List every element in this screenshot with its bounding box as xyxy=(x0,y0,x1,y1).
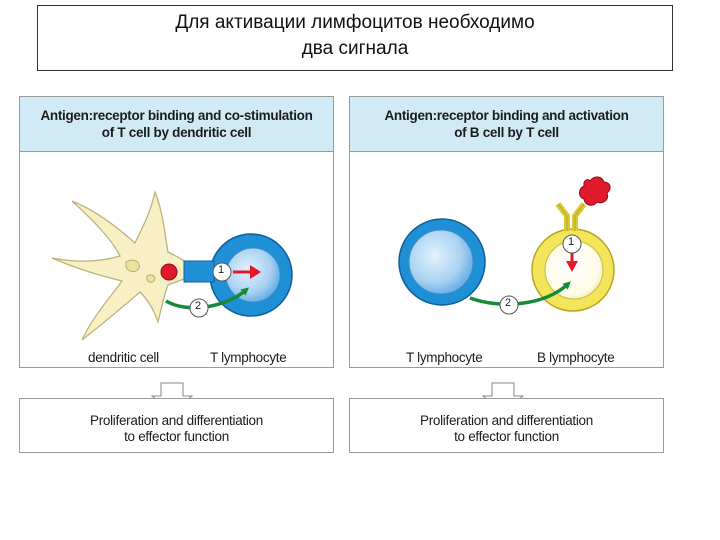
label-b-lymphocyte: B lymphocyte xyxy=(537,350,615,365)
left-panel: Antigen:receptor binding and co-stimulat… xyxy=(19,96,334,368)
antigen-right xyxy=(579,176,611,206)
right-panel-heading-line-1: Antigen:receptor binding and activation xyxy=(384,108,629,123)
signal-1-arrowhead-right xyxy=(566,261,578,272)
signal-1-badge-right xyxy=(562,234,582,254)
label-t-lymphocyte-right: T lymphocyte xyxy=(406,350,483,365)
signal-2-badge-left xyxy=(189,298,209,318)
right-result-line-2: to effector function xyxy=(454,429,559,444)
signal-1-badge-left xyxy=(212,262,232,282)
right-panel-heading-line-2: of B cell by T cell xyxy=(454,125,559,140)
right-panel: Antigen:receptor binding and activation … xyxy=(349,96,664,368)
left-panel-heading-line-2: of T cell by dendritic cell xyxy=(101,125,252,140)
left-panel-heading-line-1: Antigen:receptor binding and co-stimulat… xyxy=(40,108,313,123)
right-result-box: Proliferation and differentiation to eff… xyxy=(349,398,664,453)
signal-2-arrow-right xyxy=(469,281,571,306)
signal-2-badge-right xyxy=(499,295,519,315)
slide-title-line-2: два сигнала xyxy=(301,38,409,59)
signal-1-number-left: 1 xyxy=(218,264,224,276)
signal-2-number-left: 2 xyxy=(195,300,201,312)
antigen-left xyxy=(160,263,178,281)
left-panel-header: Antigen:receptor binding and co-stimulat… xyxy=(20,97,333,152)
right-panel-header: Antigen:receptor binding and activation … xyxy=(350,97,663,152)
b-cell-receptor xyxy=(555,202,587,231)
signal-2-number-right: 2 xyxy=(505,297,511,309)
left-result-line-1: Proliferation and differentiation xyxy=(90,413,263,428)
left-result-box: Proliferation and differentiation to eff… xyxy=(19,398,334,453)
label-dendritic-cell: dendritic cell xyxy=(88,350,159,365)
left-result-line-2: to effector function xyxy=(124,429,229,444)
t-lymphocyte-right xyxy=(398,218,486,306)
slide-title-line-1: Для активации лимфоцитов необходимо xyxy=(175,12,535,33)
signal-1-arrowhead-left xyxy=(250,265,261,279)
signal-1-number-right: 1 xyxy=(568,236,574,248)
label-t-lymphocyte-left: T lymphocyte xyxy=(210,350,287,365)
right-result-line-1: Proliferation and differentiation xyxy=(420,413,593,428)
slide-title-box: Для активации лимфоцитов необходимо два … xyxy=(37,5,673,71)
co-stimulatory-receptor xyxy=(183,260,215,283)
